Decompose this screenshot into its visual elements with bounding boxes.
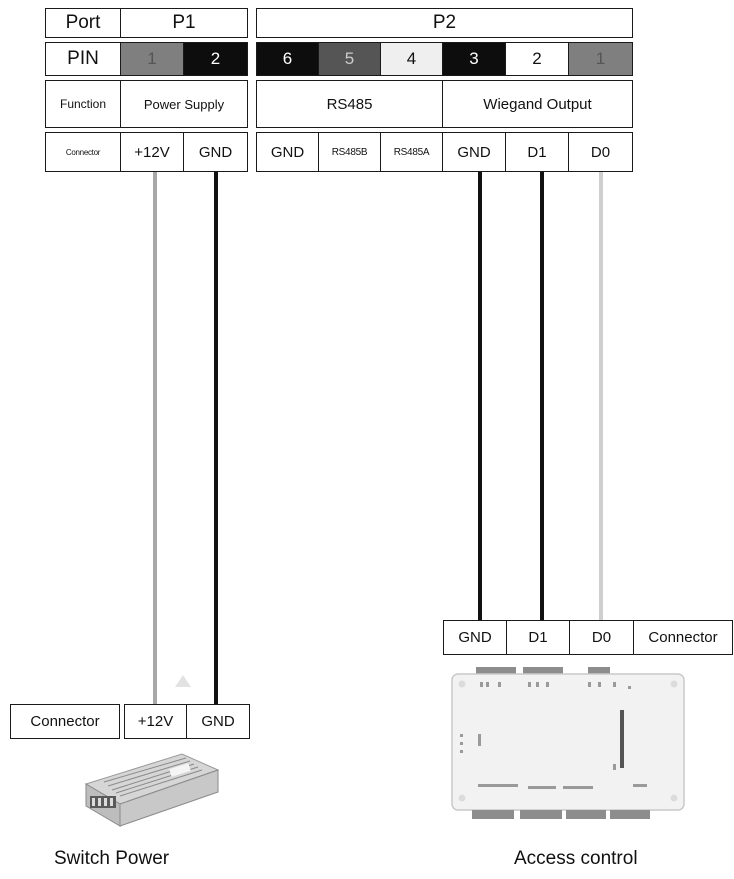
pin-p2-6: 6 [256, 42, 319, 76]
port-p1: P1 [120, 8, 248, 38]
pin-p2-5: 5 [318, 42, 381, 76]
ac-connector-d1: D1 [506, 620, 570, 655]
connector-gnd-p2: GND [256, 132, 319, 172]
function-header: Function [45, 80, 121, 128]
wire-d0 [599, 171, 603, 623]
port-p2: P2 [256, 8, 633, 38]
connector-rs485a: RS485A [380, 132, 443, 172]
connector-header: Connector [45, 132, 121, 172]
pin-p2-1: 1 [568, 42, 633, 76]
connector-12v: +12V [120, 132, 184, 172]
port-header: Port [45, 8, 121, 38]
ac-connector-gnd: GND [443, 620, 507, 655]
function-wiegand-output: Wiegand Output [442, 80, 633, 128]
function-rs485: RS485 [256, 80, 443, 128]
pin-p2-4: 4 [380, 42, 443, 76]
pin-header: PIN [45, 42, 121, 76]
function-power-supply: Power Supply [120, 80, 248, 128]
connector-rs485b: RS485B [318, 132, 381, 172]
sp-connector-gnd: GND [186, 704, 250, 739]
wire-12v [153, 171, 157, 709]
pin-p2-2: 2 [505, 42, 569, 76]
connector-gnd-p1: GND [183, 132, 248, 172]
access-control-board-image [451, 667, 685, 819]
switch-power-supply-image [84, 753, 220, 827]
connector-d1: D1 [505, 132, 569, 172]
arrow-up-icon [175, 675, 191, 687]
wire-gnd-power [214, 171, 218, 709]
pin-p1-2: 2 [183, 42, 248, 76]
pin-p2-3: 3 [442, 42, 506, 76]
ac-connector-label: Connector [633, 620, 733, 655]
wire-d1 [540, 171, 544, 623]
switch-power-caption: Switch Power [54, 848, 170, 869]
ac-connector-d0: D0 [569, 620, 634, 655]
wire-gnd-wiegand [478, 171, 482, 623]
access-control-caption: Access control [514, 848, 638, 869]
pin-p1-1: 1 [120, 42, 184, 76]
connector-gnd-wiegand: GND [442, 132, 506, 172]
sp-connector-12v: +12V [124, 704, 187, 739]
connector-d0: D0 [568, 132, 633, 172]
sp-connector-label: Connector [10, 704, 120, 739]
